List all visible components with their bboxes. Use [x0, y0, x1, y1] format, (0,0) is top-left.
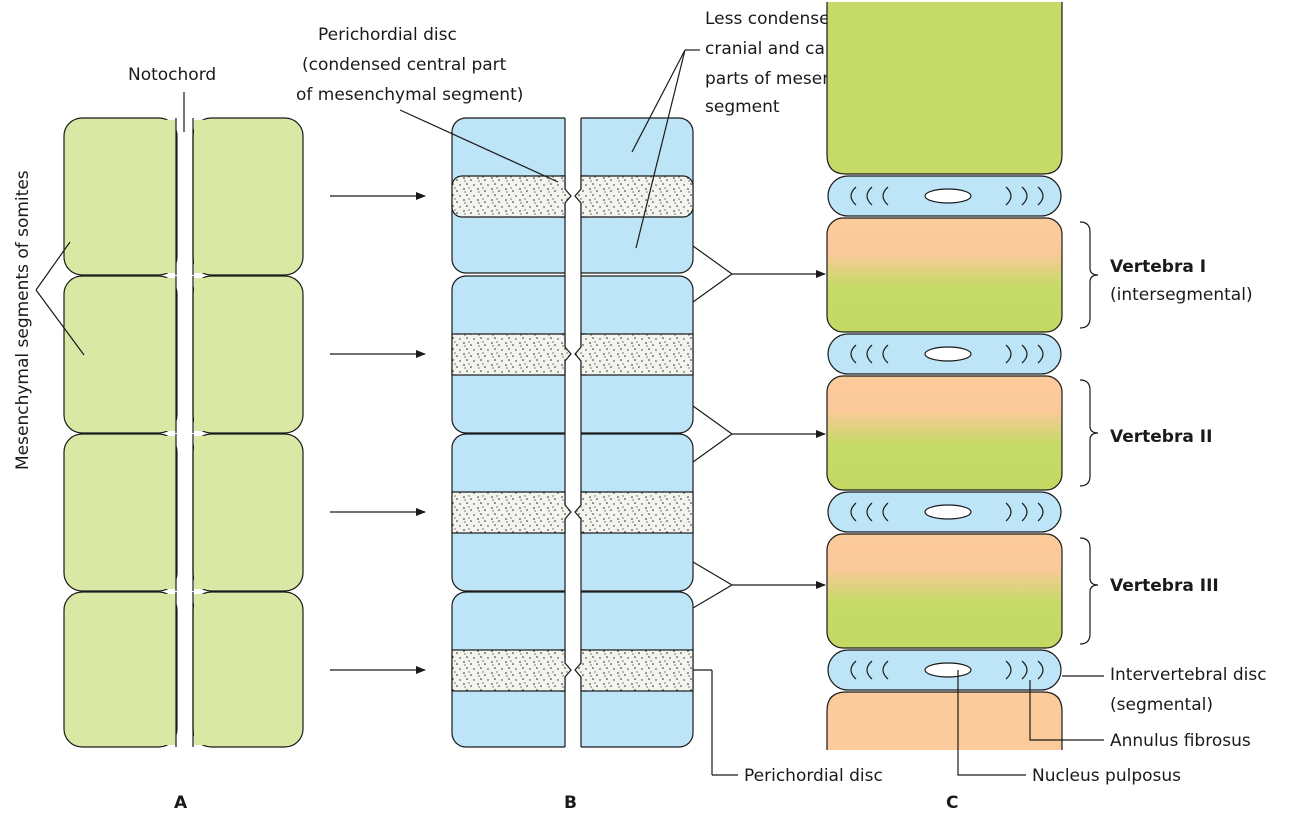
merge-bracket-2: [692, 405, 734, 463]
panel-label-c: C: [946, 793, 958, 813]
mesenchymal-pointer-lower: [35, 289, 85, 356]
nucleus-pulposus-label: Nucleus pulposus: [1032, 766, 1181, 786]
less-condensed-pointer-lower: [635, 49, 686, 249]
nucleus-pulposus-1: [924, 188, 972, 204]
panel-c: Vertebra I (intersegmental) Vertebra II …: [826, 0, 1272, 813]
intervertebral-disc-1: [827, 175, 1062, 217]
nucleus-pulposus-pointer: [957, 670, 1026, 776]
notochord-b: [560, 116, 586, 750]
vertebra-2-brace: [1079, 379, 1099, 487]
vertebra-remnant-bottom: [827, 692, 1062, 750]
intervertebral-disc-4: [827, 649, 1062, 691]
nucleus-pulposus-4: [924, 662, 972, 678]
somite-segment-4: [63, 591, 304, 748]
less-condensed-pointer-upper: [631, 49, 686, 153]
arrows-a-to-b: [330, 192, 426, 674]
nucleus-pulposus-2: [924, 346, 972, 362]
panel-b: Perichordial disc (condensed central par…: [296, 9, 895, 813]
somite-segment-1: [63, 117, 304, 276]
intervertebral-disc-3: [827, 491, 1062, 533]
perichordial-disc-top-pointer: [399, 109, 559, 183]
perichordial-disc-top-label: Perichordial disc (condensed central par…: [296, 25, 523, 105]
vertebra-3: [826, 533, 1063, 649]
mesenchymal-pointer-upper: [35, 241, 71, 291]
panel-label-b: B: [564, 793, 577, 813]
mesenchymal-segments-label: Mesenchymal segments of somites: [13, 170, 33, 470]
vertebra-1-brace: [1079, 221, 1099, 329]
vertebra-1-subtitle: (intersegmental): [1110, 285, 1253, 305]
merge-bracket-3: [692, 561, 734, 609]
perichordial-disc-bottom-label: Perichordial disc: [744, 766, 883, 786]
merge-bracket-1: [692, 245, 734, 303]
panel-label-a: A: [174, 793, 188, 813]
vertebra-3-title: Vertebra III: [1110, 576, 1219, 596]
vertebra-remnant-top: [826, 0, 1063, 175]
annulus-fibrosus-label: Annulus fibrosus: [1110, 731, 1251, 751]
vertebra-2-title: Vertebra II: [1110, 427, 1212, 447]
intervertebral-disc-label: Intervertebral disc (segmental): [1110, 665, 1272, 715]
somite-segment-2: [63, 275, 304, 434]
vertebra-1: [826, 217, 1063, 333]
arrows-b-to-c: [692, 245, 826, 609]
somite-segment-3: [63, 433, 304, 592]
panel-a: Notochord Mesenchymal segments of somite…: [13, 65, 304, 813]
intervertebral-disc-2: [827, 333, 1062, 375]
vertebra-1-title: Vertebra I: [1110, 257, 1206, 277]
vertebra-2: [826, 375, 1063, 491]
notochord-label: Notochord: [128, 65, 216, 85]
vertebra-3-brace: [1079, 537, 1099, 645]
nucleus-pulposus-3: [924, 504, 972, 520]
annulus-fibrosus-pointer: [1029, 680, 1104, 741]
